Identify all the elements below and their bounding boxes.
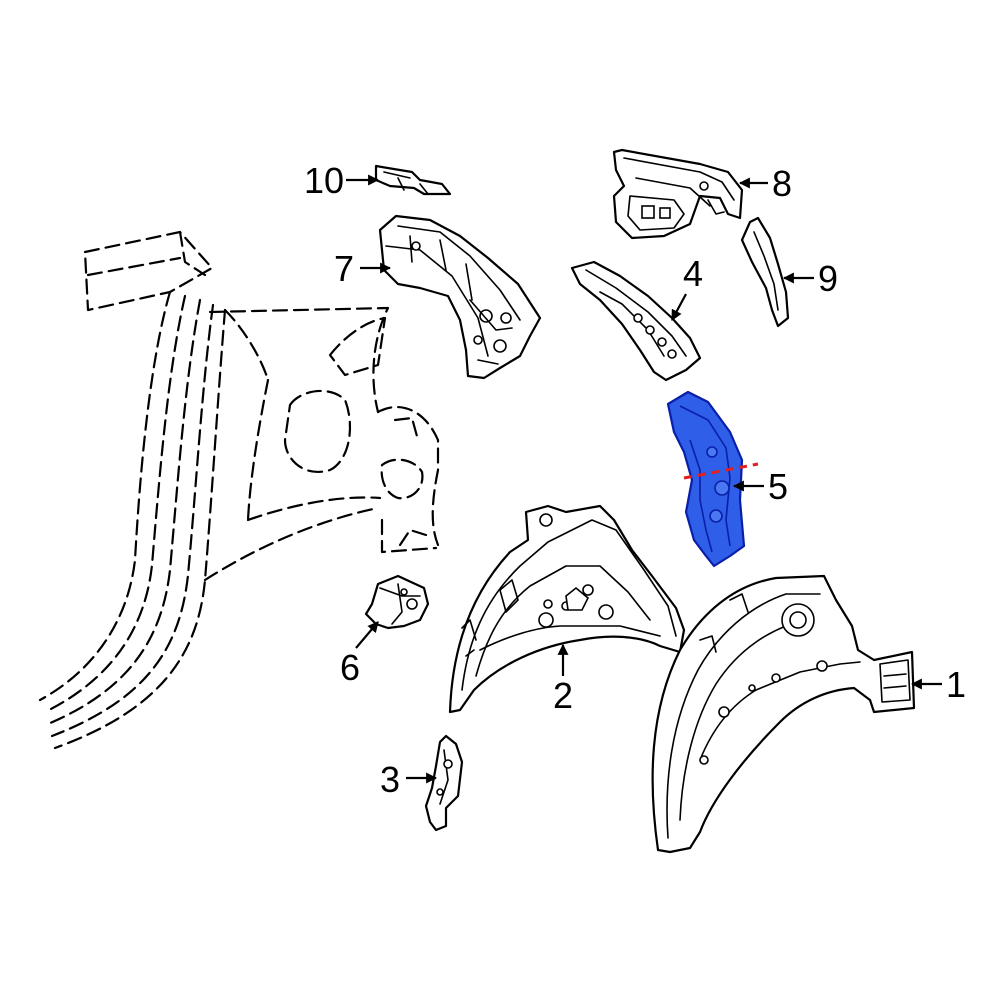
part-8-extension-bracket[interactable] (612, 148, 744, 240)
part-3-bracket[interactable] (424, 734, 464, 832)
leader-4 (671, 293, 687, 321)
quarter-panel-outline (38, 230, 440, 750)
callout-7[interactable]: 7 (334, 248, 354, 289)
leader-arrows (346, 174, 942, 784)
part-9-vertical-bracket[interactable] (740, 216, 790, 328)
callout-labels: 1 2 3 4 5 6 7 8 9 10 (304, 160, 966, 800)
part-1-wheelhouse-outer[interactable] (651, 574, 916, 854)
callout-3[interactable]: 3 (380, 759, 400, 800)
part-5-inner-reinforcement[interactable] (666, 390, 759, 568)
callout-9[interactable]: 9 (818, 258, 838, 299)
part-4-upper-brace[interactable] (570, 260, 702, 382)
callout-6[interactable]: 6 (340, 647, 360, 688)
part-5-body[interactable] (666, 390, 746, 568)
part-7-pillar-reinforcement[interactable] (378, 214, 542, 380)
callout-10[interactable]: 10 (304, 160, 344, 201)
callout-2[interactable]: 2 (553, 675, 573, 716)
cut-line (683, 462, 759, 480)
part-10-bracket[interactable] (374, 164, 452, 196)
part-2-wheelhouse-inner[interactable] (448, 504, 686, 714)
callout-8[interactable]: 8 (772, 163, 792, 204)
callout-4[interactable]: 4 (683, 253, 703, 294)
callout-1[interactable]: 1 (946, 664, 966, 705)
part-6-gusset[interactable] (364, 574, 430, 630)
callout-5[interactable]: 5 (768, 466, 788, 507)
leader-6 (355, 621, 379, 649)
